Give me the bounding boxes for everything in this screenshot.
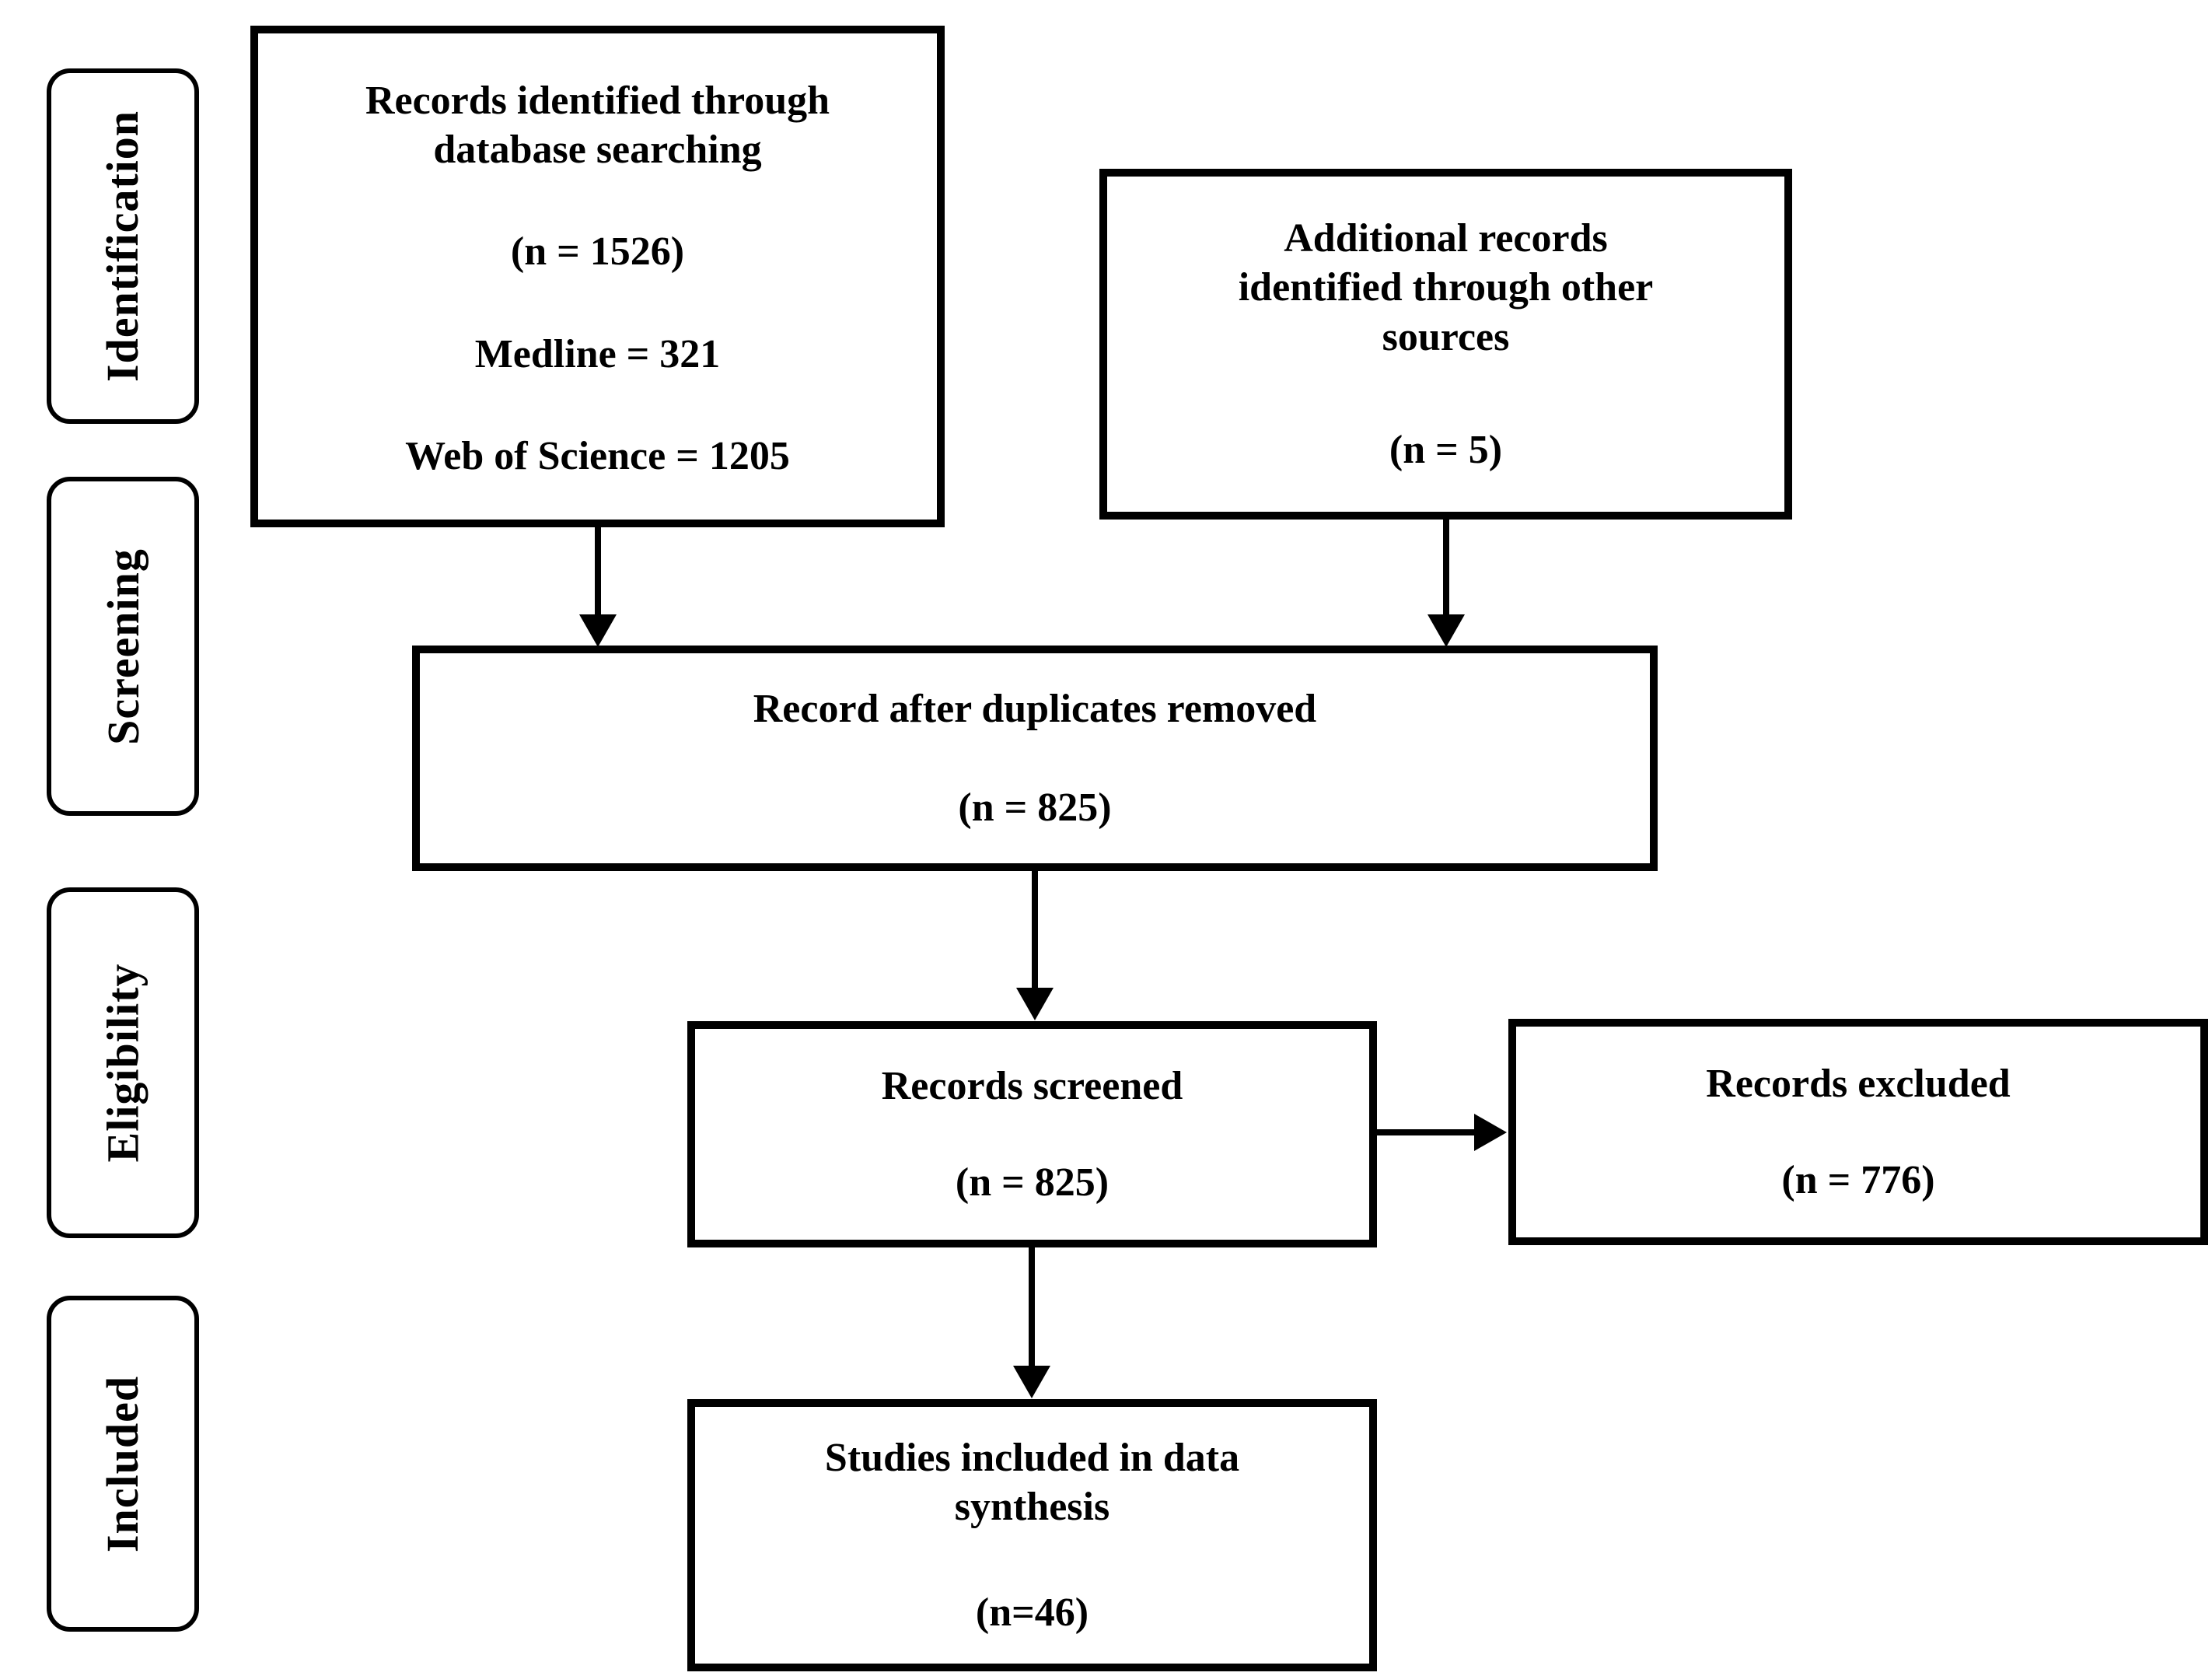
arrow-down-icon — [1013, 1366, 1050, 1398]
box-records-identified: Records identified through database sear… — [250, 26, 945, 527]
connector-screened-included-line — [1029, 1246, 1035, 1370]
stage-label-identification-text: Identification — [97, 110, 149, 383]
stage-label-eligibility-text: Eligibility — [97, 963, 149, 1163]
box-records-screened-count: (n = 825) — [955, 1160, 1109, 1205]
box-records-identified-title: Records identified through database sear… — [365, 79, 830, 173]
arrow-down-icon — [579, 614, 617, 647]
connector-screened-excluded-line — [1377, 1129, 1478, 1135]
box-records-excluded: Records excluded (n = 776) — [1508, 1019, 2208, 1245]
connector-duplicates-screened-line — [1032, 869, 1038, 992]
box-studies-included-title: Studies included in data synthesis — [824, 1436, 1240, 1530]
stage-label-screening: Screening — [47, 477, 199, 816]
box-records-identified-web-of-science: Web of Science = 1205 — [405, 433, 790, 478]
arrow-right-icon — [1474, 1114, 1507, 1151]
box-records-identified-count: (n = 1526) — [510, 229, 685, 275]
arrow-down-icon — [1016, 988, 1054, 1020]
arrow-down-icon — [1427, 614, 1465, 647]
stage-label-included: Included — [47, 1296, 199, 1632]
box-additional-records: Additional records identified through ot… — [1099, 169, 1792, 520]
box-additional-records-count: (n = 5) — [1389, 427, 1503, 472]
connector-db-search-line — [595, 526, 601, 621]
box-additional-records-title: Additional records identified through ot… — [1238, 216, 1654, 359]
box-studies-included: Studies included in data synthesis (n=46… — [687, 1399, 1377, 1671]
connector-other-sources-line — [1443, 518, 1449, 621]
box-duplicates-removed-title: Record after duplicates removed — [753, 687, 1317, 731]
box-records-excluded-count: (n = 776) — [1781, 1157, 1935, 1202]
box-records-excluded-title: Records excluded — [1706, 1062, 2011, 1106]
box-records-screened-title: Records screened — [881, 1064, 1183, 1108]
box-duplicates-removed-count: (n = 825) — [958, 785, 1112, 830]
stage-label-identification: Identification — [47, 68, 199, 424]
stage-label-screening-text: Screening — [97, 548, 149, 745]
box-duplicates-removed: Record after duplicates removed (n = 825… — [412, 646, 1658, 871]
stage-label-included-text: Included — [97, 1375, 149, 1552]
box-studies-included-count: (n=46) — [975, 1590, 1089, 1635]
box-records-screened: Records screened (n = 825) — [687, 1021, 1377, 1247]
stage-label-eligibility: Eligibility — [47, 887, 199, 1238]
box-records-identified-medline: Medline = 321 — [474, 331, 721, 376]
